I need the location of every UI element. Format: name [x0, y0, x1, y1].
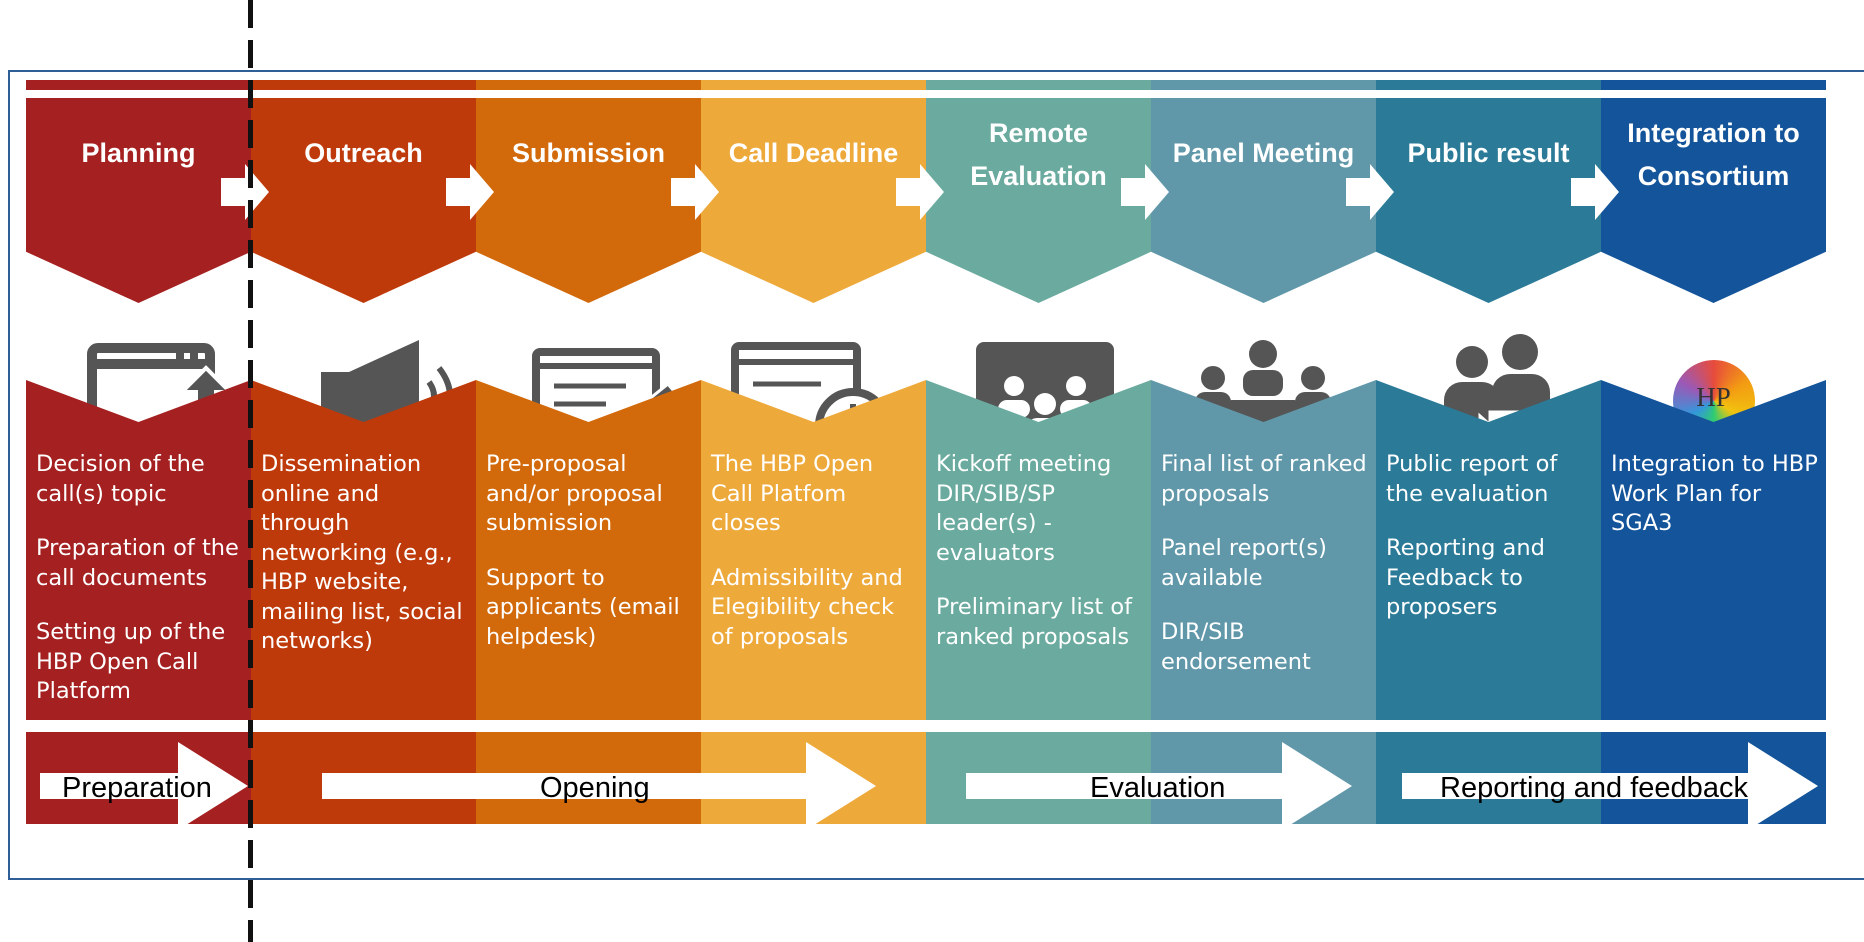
stage-title: Public result — [1407, 138, 1570, 168]
stage-description-item: Pre-proposal and/or proposal submission — [486, 451, 663, 536]
stage-title: Integration to Consortium — [1627, 118, 1800, 191]
stage-header: Planning — [26, 98, 251, 303]
stage-description-item: Decision of the call(s) topic — [36, 451, 205, 507]
stage-description-item: Integration to HBP Work Plan for SGA3 — [1611, 451, 1818, 536]
stage-description-item: Setting up of the HBP Open Call Platform — [36, 619, 226, 704]
stage-column-integration: Integration to ConsortiumHPHuman Brain P… — [1601, 80, 1826, 880]
stage-description: Kickoff meeting DIR/SIB/SP leader(s) - e… — [926, 380, 1151, 720]
stage-description-item: Admissibility and Elegibility check of p… — [711, 564, 903, 650]
stage-title: Call Deadline — [728, 138, 899, 168]
stage-title: Submission — [511, 138, 666, 168]
stage-top-bar — [701, 80, 926, 90]
phase-band-segment — [251, 732, 476, 824]
current-stage-marker — [248, 0, 253, 942]
stage-top-bar — [26, 80, 251, 90]
stage-top-bar — [476, 80, 701, 90]
stage-description: Integration to HBP Work Plan for SGA3 — [1601, 380, 1826, 720]
stage-description: Dissemination online and through network… — [251, 380, 476, 720]
stage-header: Remote Evaluation — [926, 98, 1151, 303]
stage-description-item: Final list of ranked proposals — [1161, 451, 1367, 507]
stage-description-item: DIR/SIB endorsement — [1161, 619, 1311, 675]
phase-band-segment — [476, 732, 701, 824]
hbp-logo-letters: HP — [1696, 382, 1731, 412]
stage-description-item: Dissemination online and through network… — [261, 451, 463, 654]
stage-header: Panel Meeting — [1151, 98, 1376, 303]
stage-top-bar — [1601, 80, 1826, 90]
stage-header: Integration to Consortium — [1601, 98, 1826, 303]
stage-header: Call Deadline — [701, 98, 926, 303]
stage-header: Submission — [476, 98, 701, 303]
stage-description-item: Support to applicants (email helpdesk) — [486, 564, 680, 650]
stage-top-bar — [926, 80, 1151, 90]
stage-description-item: Public report of the evaluation — [1386, 451, 1558, 507]
stage-title: Outreach — [304, 138, 423, 168]
phase-band-segment — [1151, 732, 1376, 824]
phase-band-segment — [1601, 732, 1826, 824]
stage-top-bar — [1151, 80, 1376, 90]
stage-description-item: Kickoff meeting DIR/SIB/SP leader(s) - e… — [936, 451, 1112, 566]
phase-band-segment — [1376, 732, 1601, 824]
stage-description-item: Preliminary list of ranked proposals — [936, 594, 1133, 650]
stage-top-bar — [1376, 80, 1601, 90]
diagram-frame — [8, 70, 1864, 880]
stage-top-bar — [251, 80, 476, 90]
stage-title: Remote Evaluation — [970, 118, 1107, 191]
stage-header: Public result — [1376, 98, 1601, 303]
stage-description-item: Panel report(s) available — [1161, 535, 1327, 591]
phase-band-segment — [926, 732, 1151, 824]
stage-description-item: Reporting and Feedback to proposers — [1386, 535, 1545, 620]
phase-band-segment — [701, 732, 926, 824]
phase-band-segment — [26, 732, 251, 824]
stage-description-item: Preparation of the call documents — [36, 535, 239, 591]
stage-description-item: The HBP Open Call Platfom closes — [711, 451, 874, 536]
stage-title: Planning — [81, 138, 196, 168]
stage-title: Panel Meeting — [1172, 138, 1355, 168]
stage-header: Outreach — [251, 98, 476, 303]
